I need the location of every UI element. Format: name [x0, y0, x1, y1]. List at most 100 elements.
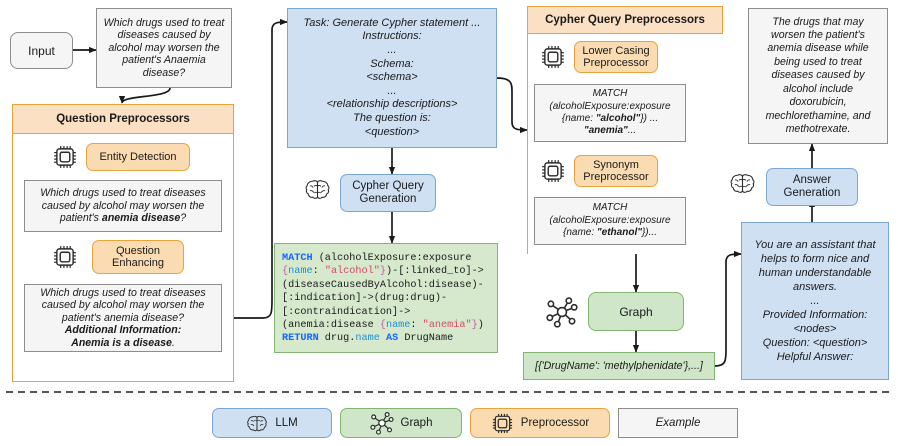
prompt-line: <schema> [366, 71, 418, 84]
code-token: name [385, 320, 411, 332]
graph-node-label: Graph [619, 304, 653, 319]
code-token: (alcoholExposure:exposure [318, 253, 472, 264]
code-token: name [355, 333, 380, 345]
syn-l2: (alcoholExposure:exposure [549, 214, 671, 226]
prompt-line: human understandable [758, 267, 872, 279]
lc-l3post: }) ... [640, 113, 659, 124]
prompt-line: Instructions: [362, 30, 422, 43]
code-token: "anemia" [422, 320, 472, 332]
prompt-line: Schema: [370, 57, 414, 70]
code-token: { [379, 320, 386, 332]
prompt-line: <relationship descriptions> [326, 98, 458, 111]
final-answer-box: The drugs that may worsen the patient's … [748, 8, 888, 144]
chip-icon [542, 46, 564, 68]
question-preprocessors-header: Question Preprocessors [12, 104, 234, 134]
code-token: : [410, 320, 423, 332]
lc-l4bold: "anemia" [583, 125, 628, 137]
prompt-line: <nodes> [793, 323, 837, 335]
cypher-query-generation-label: Cypher Query Generation [352, 180, 424, 205]
brain-icon [730, 174, 755, 193]
entity-detection-example-text: Which drugs used to treat diseases cause… [30, 187, 216, 224]
final-answer-text: The drugs that may worsen the patient's … [765, 15, 871, 135]
code-token: { [282, 266, 289, 278]
code-token: AS [385, 333, 399, 345]
prompt-line: Task: Generate Cypher statement ... [303, 16, 481, 29]
cypher-preprocessors-title: Cypher Query Preprocessors [545, 14, 705, 26]
legend-label-llm: LLM [275, 417, 298, 429]
cypher-query-generation-node[interactable]: Cypher Query Generation [340, 174, 436, 212]
cypher-prompt-box: Task: Generate Cypher statement ...Instr… [287, 8, 497, 148]
chip-icon [542, 160, 564, 182]
code-token: drug. [318, 333, 356, 345]
code-token: )-[:linked_to]-> (diseaseCausedByAlcohol… [282, 266, 484, 332]
legend-item-preprocessor: Preprocessor [470, 408, 610, 438]
prompt-line: <question> [364, 125, 420, 138]
question-preprocessors-title: Question Preprocessors [56, 113, 190, 125]
lower-casing-preprocessor-step[interactable]: Lower Casing Preprocessor [574, 41, 658, 73]
prompt-line: Helpful Answer: [776, 351, 854, 363]
qe-bold1: Additional Information: [64, 324, 182, 337]
cypher-code-text: MATCH (alcoholExposure:exposure {name: "… [282, 253, 484, 344]
input-node[interactable]: Input [10, 32, 73, 69]
code-token: DrugName [398, 333, 454, 345]
brain-icon [247, 415, 268, 431]
graph-node[interactable]: Graph [588, 292, 684, 331]
synonym-example-text: MATCH(alcoholExposure:exposure{name: "et… [549, 202, 670, 239]
qe-bold2: Anemia is a disease [71, 336, 172, 349]
syn-l3pre: {name: [563, 227, 597, 239]
qe-pre: Which drugs used to treat diseases cause… [40, 286, 206, 324]
prompt-line: ... [387, 84, 397, 97]
entity-detection-label: Entity Detection [99, 150, 177, 163]
brain-icon [305, 180, 330, 199]
lc-l1: MATCH [592, 88, 628, 100]
legend-item-example: Example [618, 408, 738, 438]
graph-icon [546, 297, 578, 328]
code-token: } [471, 320, 478, 332]
chip-icon [492, 413, 512, 433]
question-example-text: Which drugs used to treat diseases cause… [103, 16, 225, 79]
entity-detection-example: Which drugs used to treat diseases cause… [24, 180, 222, 232]
lower-casing-example: MATCH(alcoholExposure:exposure{name: "al… [534, 84, 686, 142]
lc-l4post: ... [627, 125, 637, 137]
code-token: } [379, 266, 386, 278]
qe-post: . [171, 336, 175, 349]
ed-bold: anemia disease [101, 212, 181, 225]
chip-icon [54, 146, 76, 168]
legend-label-graph: Graph [400, 417, 433, 429]
graph-result-box: [{'DrugName': 'methylphenidate'},...] [523, 352, 715, 380]
legend-item-llm: LLM [212, 408, 332, 438]
entity-detection-step[interactable]: Entity Detection [86, 143, 190, 171]
legend-label-example: Example [655, 417, 701, 429]
question-enhancing-step[interactable]: Question Enhancing [92, 240, 184, 274]
prompt-line: Question: <question> [762, 337, 868, 349]
question-enhancing-example-text: Which drugs used to treat diseases cause… [30, 287, 216, 349]
answer-generation-node[interactable]: Answer Generation [766, 168, 858, 206]
ed-pre: Which drugs used to treat diseases cause… [40, 187, 206, 225]
lc-l2: (alcoholExposure:exposure [549, 100, 671, 112]
lc-l3pre: {name: [561, 113, 596, 124]
syn-l1: MATCH [592, 202, 628, 214]
ed-post: ? [180, 212, 187, 225]
prompt-line: ... [810, 295, 820, 307]
code-token: RETURN [282, 333, 319, 345]
code-token: : [312, 266, 325, 278]
chip-icon [54, 246, 76, 268]
prompt-line: answers. [792, 281, 838, 293]
lower-casing-example-text: MATCH(alcoholExposure:exposure{name: "al… [549, 88, 670, 138]
lc-l3bold: "alcohol" [595, 113, 641, 124]
input-node-label: Input [28, 43, 55, 58]
prompt-line: ... [387, 44, 397, 57]
syn-l3post: })... [641, 227, 657, 239]
graph-result-text: [{'DrugName': 'methylphenidate'},...] [535, 360, 703, 372]
legend-item-graph: Graph [340, 408, 462, 438]
cypher-prompt-text: Task: Generate Cypher statement ...Instr… [304, 17, 481, 139]
prompt-line: Provided Information: [762, 309, 868, 321]
syn-l3bold: "ethanol" [596, 227, 642, 239]
lower-casing-preprocessor-label: Lower Casing Preprocessor [582, 44, 650, 70]
synonym-preprocessor-step[interactable]: Synonym Preprocessor [574, 155, 658, 187]
code-token: name [288, 266, 313, 278]
cypher-code-block: MATCH (alcoholExposure:exposure {name: "… [274, 243, 498, 353]
